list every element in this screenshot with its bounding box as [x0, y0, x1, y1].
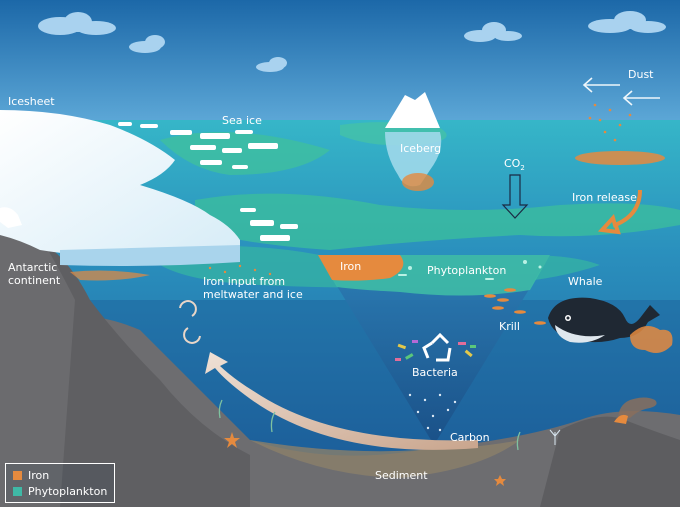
water-column-cone: [318, 255, 550, 445]
co2-down-arrow: [501, 174, 529, 219]
sea-ice-floes: [118, 122, 298, 241]
krill-label: Krill: [499, 320, 520, 333]
sky: [0, 0, 680, 125]
icesheet-face: [60, 245, 240, 266]
bacteria-label: Bacteria: [412, 366, 458, 379]
whale-iron-plume: [630, 326, 673, 354]
vent-plume: [618, 397, 657, 420]
co2-label: CO2: [504, 157, 525, 173]
legend-item-iron: Iron: [13, 469, 49, 482]
iron-input-label-line2: meltwater and ice: [203, 287, 303, 301]
iceberg-label: Iceberg: [400, 142, 442, 155]
krill-group: [484, 288, 546, 325]
antarctic-continent-label-line1: Antarctic: [8, 261, 58, 274]
coral-icon: [549, 429, 561, 445]
legend-label-phytoplankton: Phytoplankton: [28, 485, 108, 498]
iron-input-label-line1: Iron input from: [203, 275, 286, 288]
dust-label: Dust: [628, 68, 654, 81]
antarctic-continent-label-line2: continent: [8, 273, 61, 287]
sediment-label: Sediment: [375, 469, 428, 482]
iron-input-label: Iron input from meltwater and ice: [203, 275, 303, 301]
iron-release-arrow: [597, 189, 642, 235]
phytoplankton-cells: [398, 260, 542, 280]
legend-swatch-iron: [13, 471, 22, 480]
antarctic-continent-label: Antarctic continent: [8, 261, 61, 287]
bacteria-cluster: [395, 340, 476, 361]
legend-item-phytoplankton: Phytoplankton: [13, 485, 107, 498]
antarctic-continent-highlight: [0, 217, 75, 507]
phytoplankton-label: Phytoplankton: [427, 264, 507, 277]
surface-phytoplankton-patch: [195, 193, 680, 250]
whale: [548, 297, 660, 343]
carbon-label: Carbon: [450, 431, 490, 444]
dust-arrows: [582, 77, 660, 106]
sinking-carbon-particles: [408, 393, 457, 432]
iceberg-submerged: [385, 132, 442, 187]
seamount: [540, 416, 680, 507]
upwelling-arrow: [205, 352, 478, 450]
iceberg-tip: [385, 92, 440, 128]
legend-swatch-phytoplankton: [13, 487, 22, 496]
starfish-icon: [224, 432, 506, 486]
dust-particles: [588, 103, 632, 142]
icesheet: [0, 110, 240, 258]
co2-subscript: 2: [520, 164, 525, 173]
legend-label-iron: Iron: [28, 469, 50, 482]
iron-release-label: Iron release: [572, 191, 637, 204]
sea-ice-label: Sea ice: [222, 114, 262, 127]
vent-iron: [614, 414, 628, 424]
iron-label: Iron: [340, 260, 362, 273]
iceberg-iron-plume: [402, 173, 434, 191]
cycle-icon: [179, 300, 201, 344]
ice-sheet-snow-cap: [0, 207, 22, 228]
iron-release-patch: [575, 151, 665, 165]
clouds: [38, 11, 666, 72]
coastal-iron-deposit: [70, 270, 150, 281]
whale-label: Whale: [568, 275, 603, 288]
icesheet-label: Icesheet: [8, 95, 55, 108]
recycle-icon: [422, 332, 452, 362]
meltwater-iron-particles: [208, 264, 272, 276]
legend: Iron Phytoplankton: [5, 463, 115, 503]
cone-iron-layer: [318, 255, 404, 281]
co2-text: CO: [504, 157, 521, 170]
seaweed-icon: [218, 399, 521, 451]
